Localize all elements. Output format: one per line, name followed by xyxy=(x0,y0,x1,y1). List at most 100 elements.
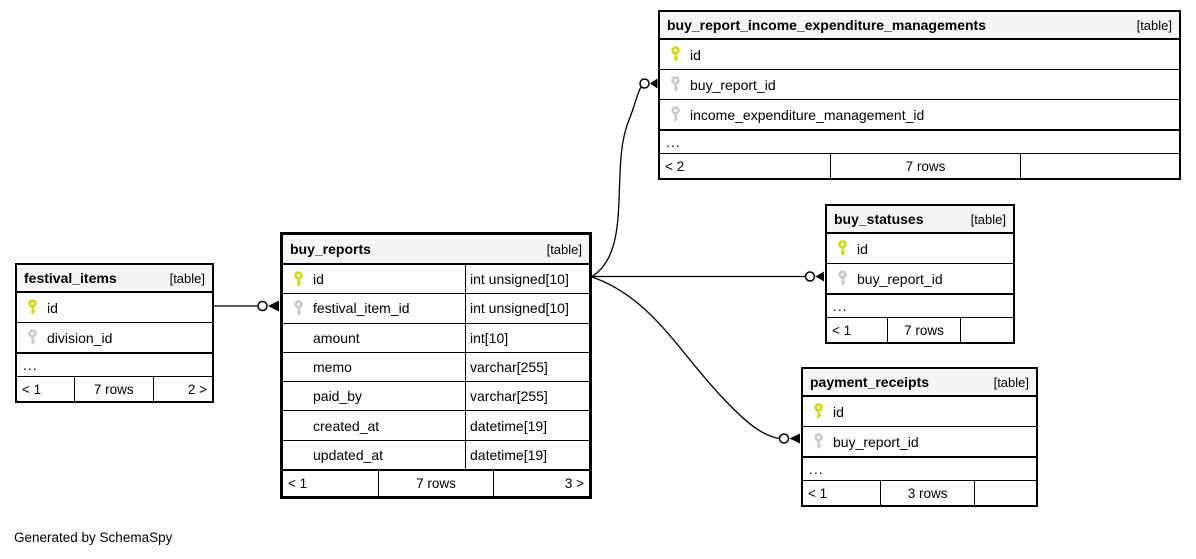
ellipsis-row: ... xyxy=(827,294,1013,317)
footer-next-degree xyxy=(1019,154,1179,178)
column-name: created_at xyxy=(313,417,380,434)
column-name: id xyxy=(313,271,324,288)
footer-prev-degree: < 1 xyxy=(22,381,42,397)
column-row: festival_item_id int unsigned[10] xyxy=(283,294,589,324)
arrowhead-icon xyxy=(268,300,279,312)
footer-row-count: 7 rows xyxy=(887,318,960,342)
table-footer: < 2 7 rows xyxy=(660,153,1179,178)
primary-key-icon xyxy=(803,403,833,420)
footer-next-degree xyxy=(974,481,1036,505)
foreign-key-icon xyxy=(283,300,313,317)
column-name: buy_report_id xyxy=(690,76,776,93)
table-header: buy_reports [table] xyxy=(283,235,589,265)
relationship-buy_reports-buy_report_income_expenditure_managements xyxy=(591,78,658,278)
column-row: buy_report_id xyxy=(803,427,1036,457)
table-payment_receipts[interactable]: payment_receipts [table] id buy_report_id..… xyxy=(801,367,1038,507)
relationship-buy_reports-payment_receipts xyxy=(591,276,800,444)
table-name: payment_receipts xyxy=(810,374,930,390)
column-name: memo xyxy=(313,359,352,376)
column-type: varchar[255] xyxy=(465,382,589,411)
foreign-key-icon xyxy=(803,433,833,450)
column-row: updated_at datetime[19] xyxy=(283,440,589,471)
footer-prev-degree: < 2 xyxy=(665,158,685,174)
column-name: festival_item_id xyxy=(313,300,410,317)
column-row: buy_report_id xyxy=(660,70,1179,100)
footer-prev-degree: < 1 xyxy=(808,485,828,501)
table-tag: [table] xyxy=(993,374,1029,390)
column-name: buy_report_id xyxy=(857,270,943,287)
arrowhead-icon xyxy=(650,78,658,89)
column-name: income_expenditure_management_id xyxy=(690,106,925,123)
table-name: buy_report_income_expenditure_management… xyxy=(667,17,986,33)
column-row: id xyxy=(803,397,1036,427)
column-row: memo varchar[255] xyxy=(283,352,589,383)
column-row: division_id xyxy=(17,323,212,353)
footer-next-degree xyxy=(959,318,1013,342)
table-footer: < 1 3 rows xyxy=(803,480,1036,505)
cardinality-circle xyxy=(804,271,816,282)
column-type: int unsigned[10] xyxy=(465,294,589,323)
column-row: id int unsigned[10] xyxy=(283,265,589,295)
table-name: buy_reports xyxy=(290,241,371,257)
column-type: varchar[255] xyxy=(465,352,589,382)
column-type: datetime[19] xyxy=(465,411,589,440)
footer-next-degree: 2 > xyxy=(152,377,212,401)
relationship-line xyxy=(591,276,780,440)
table-name: festival_items xyxy=(24,270,117,286)
column-name: amount xyxy=(313,329,360,346)
column-type: int unsigned[10] xyxy=(465,265,589,294)
column-row: buy_report_id xyxy=(827,264,1013,294)
column-name: id xyxy=(833,403,844,420)
column-name: id xyxy=(690,46,701,63)
table-header: payment_receipts [table] xyxy=(803,369,1036,397)
relationship-buy_reports-buy_statuses xyxy=(592,271,824,282)
column-name: id xyxy=(857,240,868,257)
primary-key-icon xyxy=(660,46,690,63)
column-name: id xyxy=(47,299,58,316)
column-row: paid_by varchar[255] xyxy=(283,382,589,412)
footer-row-count: 7 rows xyxy=(830,154,1019,178)
column-row: income_expenditure_management_id xyxy=(660,100,1179,130)
foreign-key-icon xyxy=(827,270,857,287)
cardinality-circle xyxy=(639,78,650,89)
foreign-key-icon xyxy=(660,106,690,123)
ellipsis-row: ... xyxy=(17,353,212,376)
column-row: id xyxy=(660,40,1179,70)
primary-key-icon xyxy=(17,299,47,316)
table-tag: [table] xyxy=(546,241,582,257)
relationship-line xyxy=(591,86,642,278)
ellipsis-row: ... xyxy=(660,130,1179,153)
table-header: buy_report_income_expenditure_management… xyxy=(660,12,1179,40)
foreign-key-icon xyxy=(17,329,47,346)
footer-prev-degree: < 1 xyxy=(288,476,308,492)
footer-row-count: 7 rows xyxy=(378,471,493,497)
arrowhead-icon xyxy=(789,433,800,444)
column-name: buy_report_id xyxy=(833,433,919,450)
table-footer: < 1 7 rows xyxy=(827,317,1013,342)
column-row: created_at datetime[19] xyxy=(283,411,589,441)
column-name: paid_by xyxy=(313,388,363,405)
primary-key-icon xyxy=(827,240,857,257)
table-tag: [table] xyxy=(1136,17,1172,33)
cardinality-circle xyxy=(778,433,790,444)
column-name: updated_at xyxy=(313,446,384,463)
column-type: datetime[19] xyxy=(465,440,589,470)
footer-row-count: 3 rows xyxy=(880,481,974,505)
relationship-festival_items-buy_reports xyxy=(214,300,279,312)
table-name: buy_statuses xyxy=(834,211,924,227)
column-type: int[10] xyxy=(465,323,589,352)
ellipsis-row: ... xyxy=(803,457,1036,480)
arrowhead-icon xyxy=(815,271,824,282)
column-row: id xyxy=(827,234,1013,264)
cardinality-circle xyxy=(257,300,268,312)
table-buy_report_income_expenditure_managements[interactable]: buy_report_income_expenditure_management… xyxy=(658,10,1181,180)
footer-prev-degree: < 1 xyxy=(832,322,852,338)
generated-by-note: Generated by SchemaSpy xyxy=(14,530,173,545)
